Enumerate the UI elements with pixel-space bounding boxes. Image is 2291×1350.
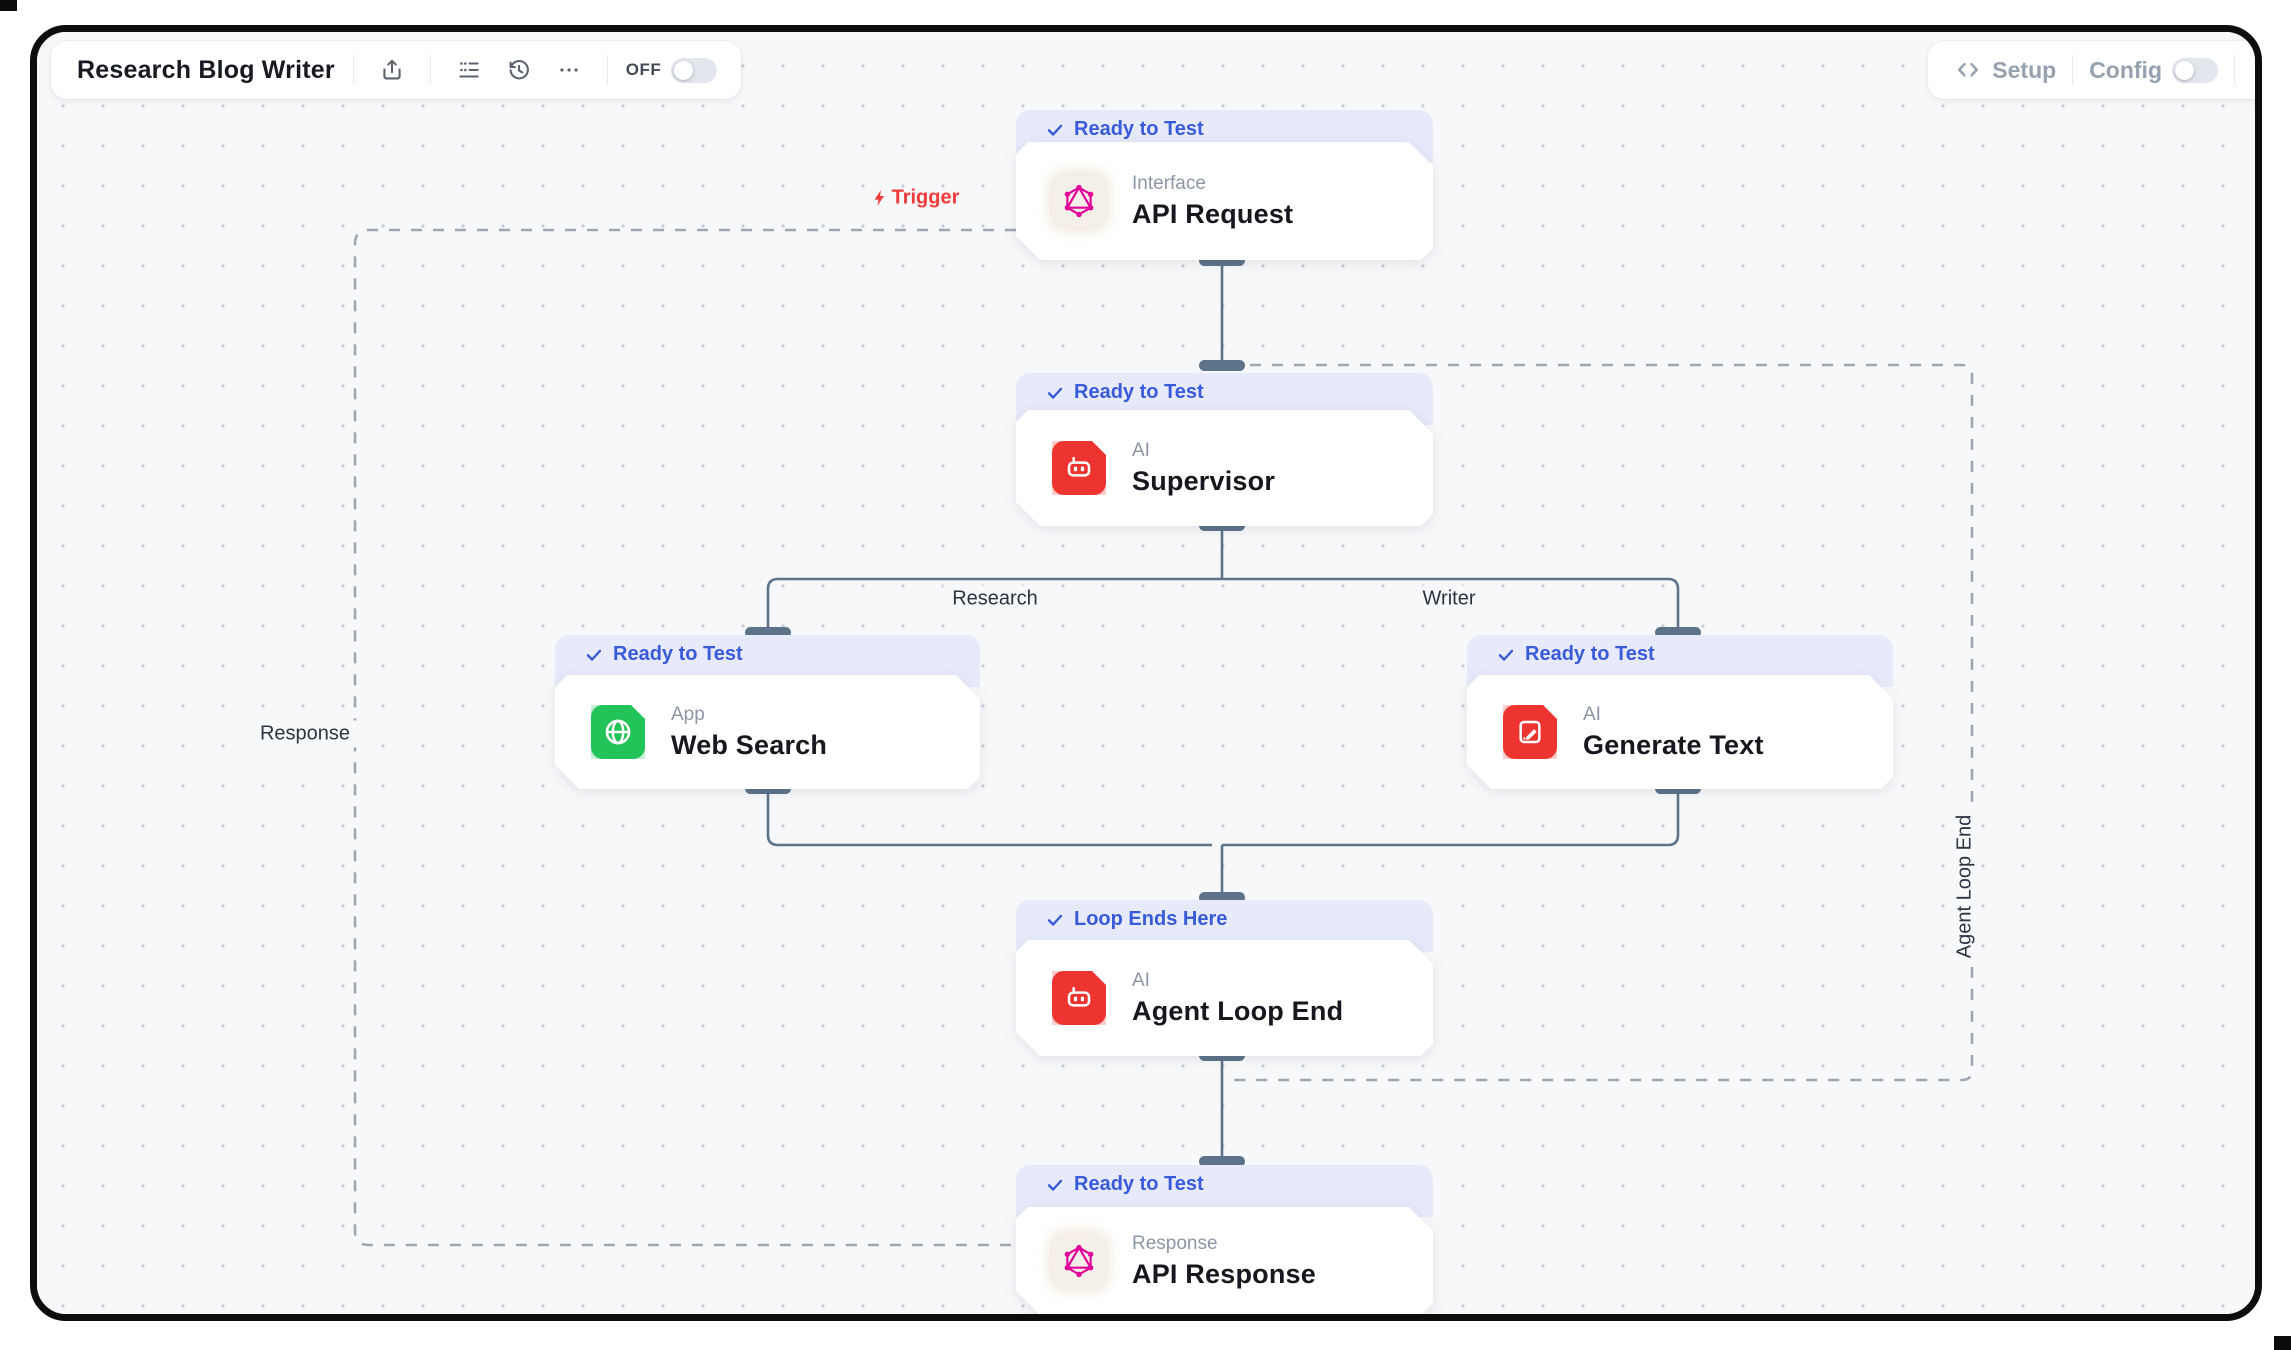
divider [2234, 55, 2235, 85]
check-icon [1047, 914, 1063, 926]
setup-button[interactable]: Setup [1954, 56, 2056, 84]
node-title: API Request [1132, 198, 1294, 229]
connector-handle[interactable] [1199, 360, 1245, 371]
node-title: Supervisor [1132, 465, 1276, 496]
divider [2072, 55, 2074, 85]
setup-label: Setup [1992, 56, 2057, 83]
response-dashed-edge [353, 228, 1016, 1247]
workflow-power-toggle[interactable] [671, 57, 718, 83]
edge-label-response: Response [250, 720, 360, 748]
lightning-bolt-icon [874, 190, 885, 206]
node-api-response[interactable]: Response API Response [1016, 1207, 1433, 1315]
robot-icon [1052, 971, 1106, 1025]
app-window: Trigger Research Writer Response Agent L… [30, 25, 2262, 1321]
toggle-knob [2175, 60, 2194, 80]
divider [429, 55, 431, 85]
check-icon [1047, 124, 1063, 136]
more-options-button[interactable] [549, 50, 589, 90]
code-brackets-icon [1958, 62, 1979, 77]
trigger-label: Trigger [871, 187, 959, 210]
setup-config-card: Setup Config [1928, 41, 2255, 99]
toggle-knob [674, 60, 694, 80]
edge-label-writer: Writer [1413, 585, 1485, 613]
note-pencil-icon [1503, 705, 1557, 759]
check-icon [1047, 387, 1063, 399]
edge-generatetext-merge [1222, 789, 1680, 847]
globe-icon [591, 705, 645, 759]
check-icon [586, 649, 602, 661]
node-type-label: Response [1132, 1232, 1218, 1254]
config-label: Config [2089, 56, 2162, 83]
robot-icon [1052, 441, 1106, 495]
node-type-label: AI [1583, 703, 1601, 725]
graphql-icon [1052, 174, 1106, 228]
version-history-button[interactable] [499, 50, 539, 90]
node-generate-text[interactable]: AI Generate Text [1467, 675, 1893, 789]
workflow-header-card: Research Blog Writer [51, 41, 742, 99]
check-icon [1047, 1179, 1063, 1191]
divider [352, 55, 354, 85]
connector-handle[interactable] [1199, 1156, 1245, 1167]
check-icon [1498, 649, 1514, 661]
workflow-power-label: OFF [625, 60, 662, 79]
version-history-icon [509, 60, 529, 80]
edge-label-agent-loop-end: Agent Loop End [1951, 806, 1979, 967]
edge-writer-branch [1222, 577, 1680, 632]
node-title: Agent Loop End [1132, 995, 1344, 1026]
run-list-button[interactable] [449, 50, 489, 90]
graphql-icon [1052, 1234, 1106, 1288]
node-supervisor[interactable]: AI Supervisor [1016, 410, 1433, 526]
node-title: API Response [1132, 1258, 1316, 1289]
workflow-title: Research Blog Writer [77, 55, 335, 84]
agent-loop-dashed-edge [1228, 363, 1974, 1082]
config-toggle[interactable] [2172, 57, 2218, 83]
node-agent-loop-end[interactable]: AI Agent Loop End [1016, 940, 1433, 1056]
node-type-label: App [671, 703, 705, 725]
share-export-icon [383, 59, 401, 80]
screenshot-corner-artifact [0, 0, 17, 11]
node-type-label: Interface [1132, 172, 1206, 194]
node-web-search[interactable]: App Web Search [555, 675, 980, 789]
run-list-icon [459, 62, 479, 78]
node-type-label: AI [1132, 439, 1150, 461]
edge-label-research: Research [943, 585, 1047, 613]
edge-research-branch [766, 577, 1222, 632]
ellipsis-icon [560, 68, 578, 72]
node-type-label: AI [1132, 969, 1150, 991]
divider [606, 55, 608, 85]
share-export-button[interactable] [372, 50, 412, 90]
workflow-canvas[interactable]: Trigger Research Writer Response Agent L… [37, 32, 2255, 1314]
node-title: Web Search [671, 729, 828, 760]
node-title: Generate Text [1583, 729, 1764, 760]
edge-websearch-merge [766, 789, 1212, 847]
node-api-request[interactable]: Interface API Request [1016, 142, 1433, 260]
screenshot-corner-artifact [2274, 1336, 2291, 1350]
